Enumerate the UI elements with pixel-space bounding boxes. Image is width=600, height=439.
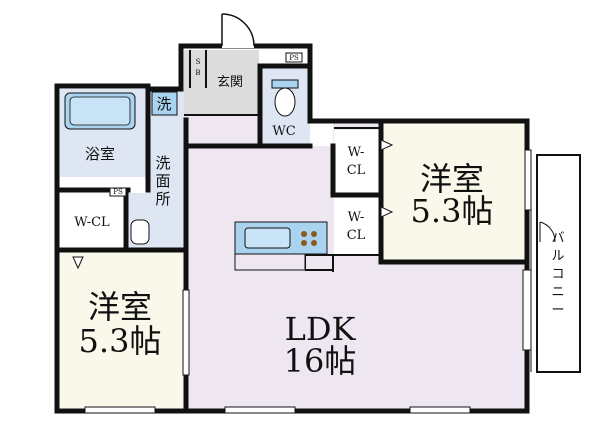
center-closet-bottom-floor bbox=[334, 197, 379, 255]
ps-boxes bbox=[109, 52, 303, 197]
wc-label: WC bbox=[272, 124, 295, 139]
west-room-size: 5.3帖 bbox=[79, 322, 162, 360]
entrance-floor bbox=[184, 50, 259, 115]
ps-label-top: PS bbox=[289, 54, 299, 62]
kitchen-counter bbox=[234, 221, 328, 271]
west-bedroom-floor bbox=[60, 252, 185, 408]
washroom-char-2: 面 bbox=[155, 172, 170, 190]
entrance-label: 玄関 bbox=[217, 75, 243, 90]
ps-label-left: PS bbox=[113, 188, 123, 196]
center-closet-bottom-label-2: CL bbox=[347, 228, 366, 243]
center-closet-bottom-label-1: W- bbox=[348, 210, 365, 225]
center-closet-top-floor bbox=[334, 130, 379, 193]
bathtub-inner bbox=[69, 96, 131, 126]
washroom-char-3: 所 bbox=[155, 190, 170, 208]
shoe-box-s: S bbox=[196, 58, 201, 66]
door-swings bbox=[539, 221, 556, 243]
east-room-size: 5.3帖 bbox=[411, 192, 494, 230]
west-closet-label: W-CL bbox=[74, 215, 110, 230]
washer-label: 洗 bbox=[156, 95, 171, 113]
west-room-label: 洋室 bbox=[88, 288, 152, 326]
wash-basin bbox=[130, 219, 150, 245]
entrance-door bbox=[221, 13, 255, 48]
balcony-char-1: バ bbox=[551, 231, 564, 246]
ldk-size: 16帖 bbox=[284, 342, 357, 380]
shoe-box-b: B bbox=[195, 69, 200, 77]
windows bbox=[84, 149, 532, 414]
east-room-label: 洋室 bbox=[420, 160, 484, 198]
toilet bbox=[271, 79, 299, 117]
door-markers bbox=[72, 139, 394, 270]
entrance-hall-floor bbox=[184, 115, 259, 146]
thin-walls bbox=[184, 50, 381, 272]
bath-label: 浴室 bbox=[85, 145, 115, 163]
balcony-char-3: コ bbox=[551, 267, 564, 282]
balcony-char-2: ル bbox=[551, 249, 564, 264]
balcony bbox=[536, 154, 581, 373]
washroom-char-1: 洗 bbox=[155, 154, 170, 172]
balcony-char-5: ー bbox=[551, 303, 564, 318]
balcony-char-4: ニ bbox=[551, 285, 564, 300]
stove-burners bbox=[301, 231, 317, 246]
washer bbox=[151, 91, 178, 116]
ldk-floor bbox=[188, 121, 525, 409]
west-closet-floor bbox=[60, 193, 126, 250]
east-bedroom-floor bbox=[381, 121, 525, 262]
ldk-label: LDK bbox=[285, 310, 357, 348]
center-closet-top-label-1: W- bbox=[348, 145, 365, 160]
center-closet-top-label-2: CL bbox=[347, 163, 366, 178]
